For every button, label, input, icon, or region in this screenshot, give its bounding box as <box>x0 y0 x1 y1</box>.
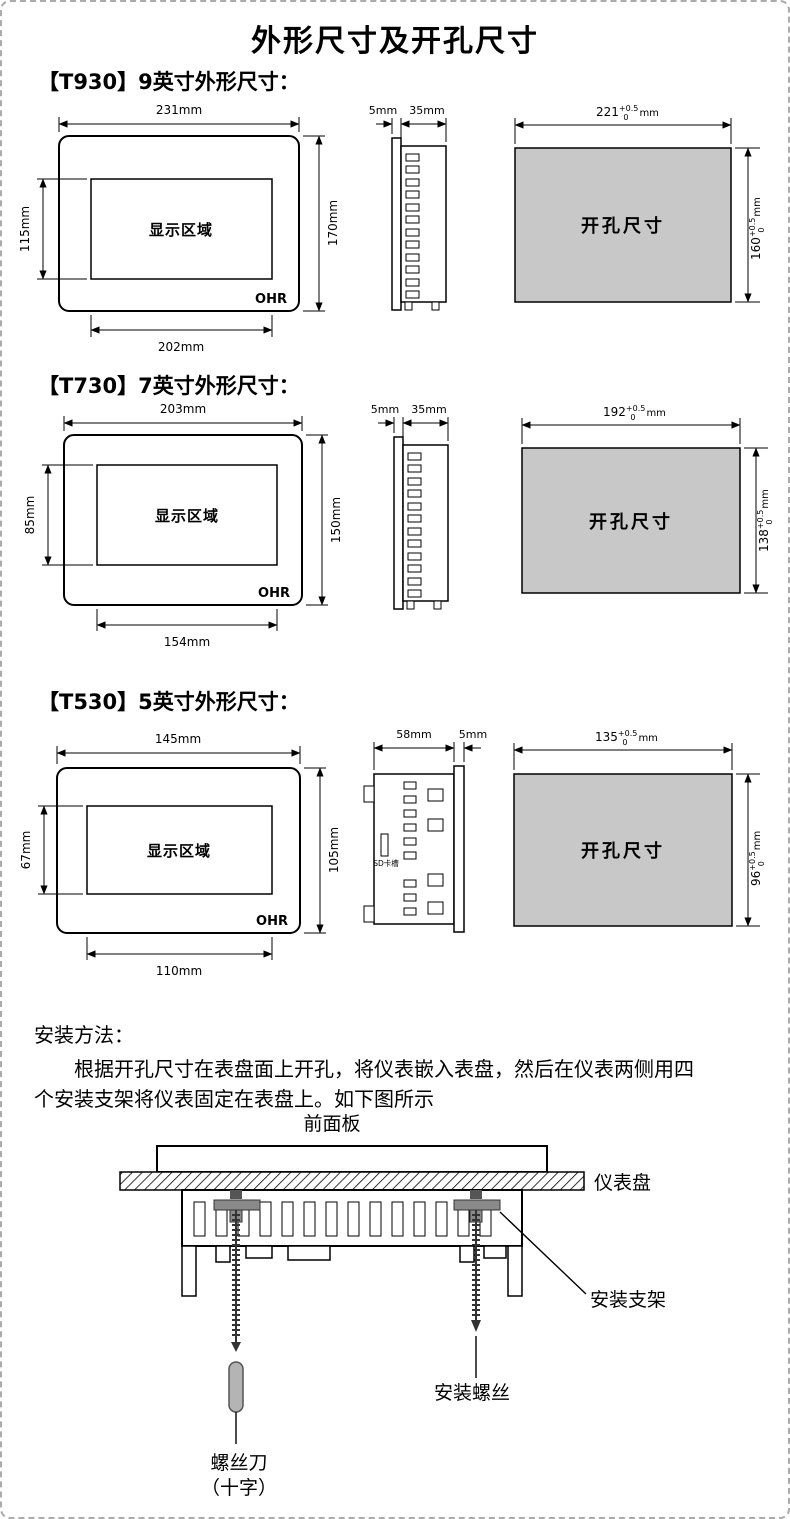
mounting-clip <box>363 785 375 803</box>
front-view: 显示区域 OHR 203mm 85mm 150mm 154mm <box>23 402 343 649</box>
dim-right-label: 170mm <box>326 200 340 246</box>
display-area-outline <box>86 805 273 895</box>
t930-dimension-diagram: 显示区域 OHR 231mm 115mm 170mm 202mm <box>18 103 766 354</box>
mounting-screw-left <box>230 1190 242 1352</box>
display-area-outline <box>96 464 278 566</box>
model-tag: 【T530】 <box>38 690 139 714</box>
heading-text: 9英寸外形尺寸： <box>138 70 300 94</box>
screwdriver-bit <box>228 1361 244 1413</box>
dim-depth-label: 35mm <box>409 104 444 117</box>
connector-ports <box>427 788 444 915</box>
instrument-panel-hatch <box>119 1171 585 1191</box>
dim-depth-label: 35mm <box>411 403 446 416</box>
installation-diagram: 前面板 仪表盘 <box>119 1114 666 1499</box>
dim-left-label: 85mm <box>23 496 37 535</box>
dim-top-label: 231mm <box>156 103 202 117</box>
front-panel-label: 前面板 <box>303 1114 360 1135</box>
screwdriver-label-line1: 螺丝刀 <box>210 1452 267 1474</box>
cutout-label: 开孔尺寸 <box>581 840 665 862</box>
dim-depth-label: 58mm <box>396 728 431 741</box>
t530-dimension-diagram: 显示区域 OHR 145mm 67mm 105mm 110mm SD卡槽 <box>19 728 766 978</box>
bezel-profile <box>391 137 402 311</box>
display-area-outline <box>90 178 273 280</box>
front-panel <box>156 1145 548 1173</box>
dim-top-label: 203mm <box>160 402 206 416</box>
side-view: 5mm 35mm <box>369 104 447 311</box>
dim-left-label: 67mm <box>19 831 33 870</box>
install-paragraph-line1: 根据开孔尺寸在表盘面上开孔，将仪表嵌入表盘，然后在仪表两侧用四 <box>74 1057 694 1081</box>
cutout-area <box>521 447 741 594</box>
dim-bezel-label: 5mm <box>369 104 397 117</box>
brand-logo: OHR <box>256 914 288 929</box>
mounting-tab <box>433 600 442 610</box>
cutout-height-dim: 160+0.50mm <box>748 197 766 260</box>
heading-text: 5英寸外形尺寸： <box>138 690 300 714</box>
display-area-label: 显示区域 <box>147 842 211 860</box>
screw-head <box>470 1190 482 1199</box>
rear-housing-details <box>181 1245 523 1297</box>
instrument-panel-label: 仪表盘 <box>594 1172 651 1194</box>
display-area-label: 显示区域 <box>149 221 213 239</box>
dim-right-label: 150mm <box>329 497 343 543</box>
dim-bottom-label: 110mm <box>156 964 202 978</box>
dim-top-label: 145mm <box>155 732 201 746</box>
page-title: 外形尺寸及开孔尺寸 <box>251 24 539 59</box>
screw-head <box>230 1190 242 1199</box>
t730-dimension-diagram: 显示区域 OHR 203mm 85mm 150mm 154mm 5 <box>23 402 774 649</box>
mounting-tab <box>404 301 413 311</box>
cutout-height-dim: 138+0.50mm <box>756 489 774 552</box>
screw-label: 安装螺丝 <box>434 1382 510 1404</box>
display-area-label: 显示区域 <box>155 507 219 525</box>
cutout-height-dim: 96+0.50mm <box>748 831 766 886</box>
bezel-profile <box>453 765 465 933</box>
section-heading-t730: 【T730】7英寸外形尺寸： <box>2 370 788 400</box>
screw-tip <box>231 1342 241 1352</box>
cutout-label: 开孔尺寸 <box>581 215 665 237</box>
sd-card-slot <box>380 833 389 857</box>
vent-slots <box>403 781 417 916</box>
side-view: SD卡槽 58mm 5mm <box>363 728 487 933</box>
screw-tip <box>471 1320 481 1332</box>
dim-right-label: 105mm <box>327 827 341 873</box>
dim-left-label: 115mm <box>18 206 32 252</box>
brand-logo: OHR <box>258 586 290 601</box>
sd-slot-label: SD卡槽 <box>373 858 399 868</box>
cutout-area <box>513 773 733 927</box>
vent-slots <box>407 452 422 598</box>
front-view: 显示区域 OHR 231mm 115mm 170mm 202mm <box>18 103 340 354</box>
install-method-section: 安装方法： 根据开孔尺寸在表盘面上开孔，将仪表嵌入表盘，然后在仪表两侧用四 个安… <box>2 1019 788 1114</box>
model-tag: 【T930】 <box>38 70 139 94</box>
bezel-profile <box>393 436 404 610</box>
side-view: 5mm 35mm <box>371 403 449 610</box>
install-heading: 安装方法： <box>34 1023 134 1047</box>
cutout-area <box>514 147 732 303</box>
dim-bottom-label: 202mm <box>158 340 204 354</box>
vent-slots <box>405 153 420 299</box>
heading-text: 7英寸外形尺寸： <box>138 374 300 398</box>
front-view: 显示区域 OHR 145mm 67mm 105mm 110mm <box>19 732 341 978</box>
mounting-screw-right <box>470 1190 482 1332</box>
brand-logo: OHR <box>255 292 287 307</box>
section-heading-t530: 【T530】5英寸外形尺寸： <box>2 686 788 716</box>
install-paragraph-line2: 个安装支架将仪表固定在表盘上。如下图所示 <box>34 1087 434 1111</box>
screwdriver-label-line2: （十字） <box>201 1477 277 1499</box>
model-tag: 【T730】 <box>38 374 139 398</box>
cutout-label: 开孔尺寸 <box>589 511 673 533</box>
dim-bottom-label: 154mm <box>164 635 210 649</box>
mounting-tab <box>406 600 415 610</box>
bracket-leader-line <box>499 1211 587 1295</box>
body-vent-slots <box>193 1201 492 1237</box>
mounting-tab <box>431 301 440 311</box>
section-heading-t930: 【T930】9英寸外形尺寸： <box>2 66 788 96</box>
dim-bezel-label: 5mm <box>371 403 399 416</box>
mounting-clip <box>363 905 375 923</box>
dim-bezel-label: 5mm <box>459 728 487 741</box>
bracket-label: 安装支架 <box>590 1289 666 1311</box>
